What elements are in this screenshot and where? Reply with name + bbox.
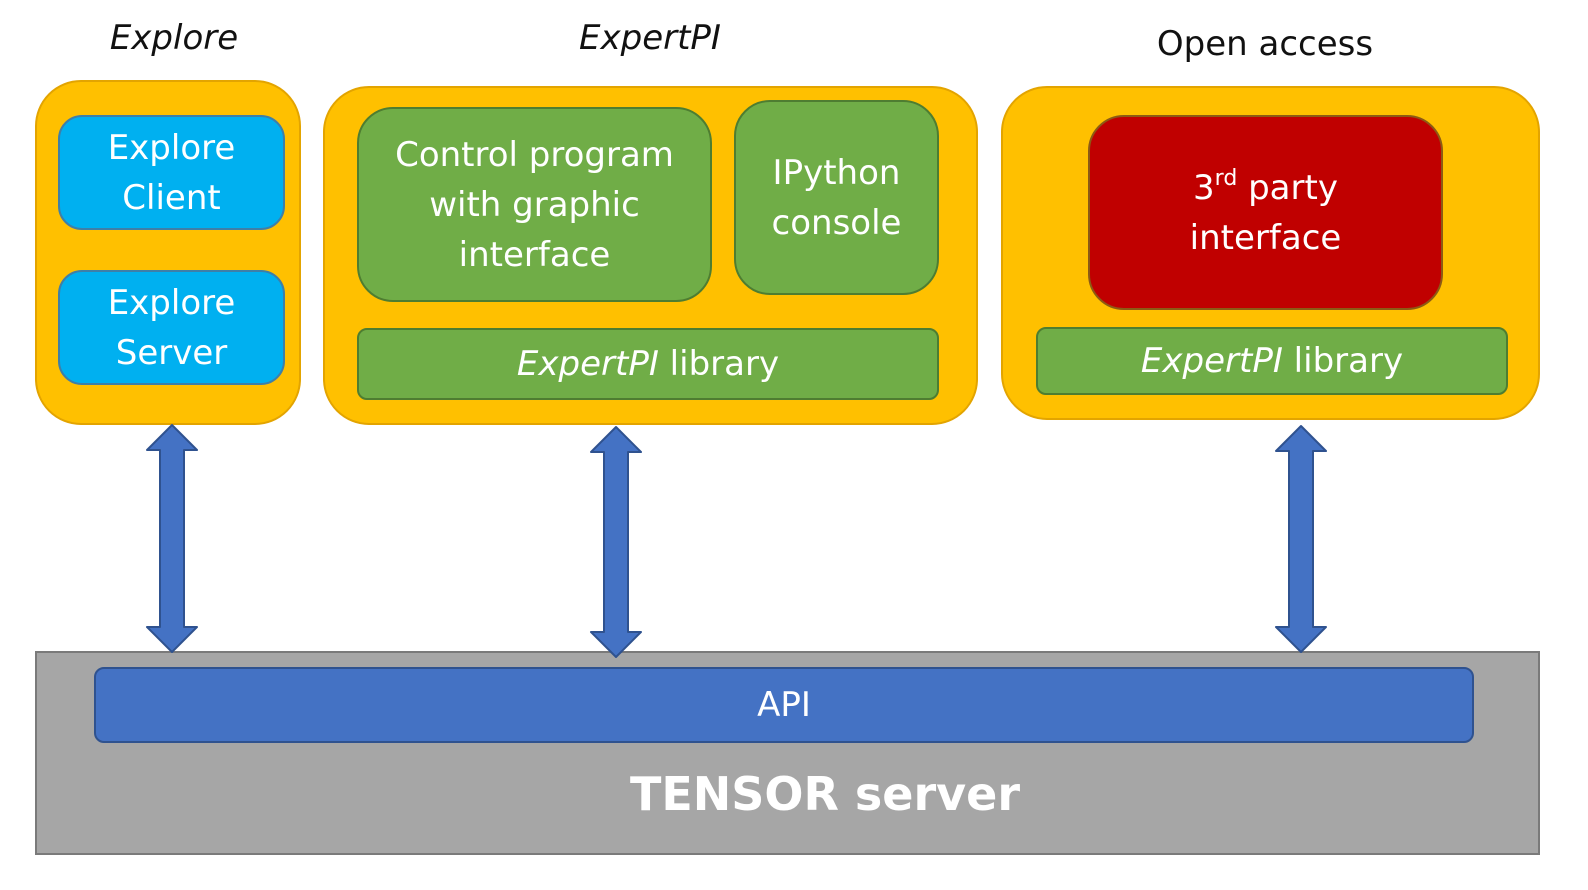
third-party-interface-box: 3rd party interface	[1088, 115, 1443, 310]
explore-client-line2: Client	[122, 177, 221, 218]
explore-server-line2: Server	[115, 332, 228, 373]
open-access-group-title: Open access	[1156, 24, 1374, 64]
explore-client-line1: Explore	[107, 127, 236, 168]
expertpi-group-title: ExpertPI	[579, 18, 721, 58]
control-program-line2: with graphic	[429, 184, 640, 225]
expertpi-library-bar: ExpertPI library	[357, 328, 939, 400]
explore-client-box: Explore Client	[58, 115, 285, 230]
api-bar: API	[94, 667, 1474, 743]
control-program-line1: Control program	[395, 134, 674, 175]
control-program-box: Control program with graphic interface	[357, 107, 712, 302]
explore-server-line1: Explore	[107, 282, 236, 323]
open-access-library-bar: ExpertPI library	[1036, 327, 1508, 395]
tensor-server-label: TENSOR server	[629, 767, 1021, 821]
ipython-line1: IPython	[772, 152, 901, 193]
explore-api-double-arrow	[146, 424, 198, 653]
expertpi-library-label: ExpertPI library	[516, 344, 780, 384]
open-access-api-double-arrow	[1275, 425, 1327, 653]
control-program-line3: interface	[458, 234, 611, 275]
expertpi-api-double-arrow	[590, 426, 642, 658]
api-label: API	[757, 685, 811, 725]
ipython-console-box: IPython console	[734, 100, 939, 295]
ipython-line2: console	[771, 202, 902, 243]
third-party-line1: 3rd party	[1193, 165, 1338, 208]
open-access-library-label: ExpertPI library	[1140, 341, 1404, 381]
explore-group-title: Explore	[109, 18, 239, 58]
explore-server-box: Explore Server	[58, 270, 285, 385]
third-party-line2: interface	[1189, 217, 1342, 258]
